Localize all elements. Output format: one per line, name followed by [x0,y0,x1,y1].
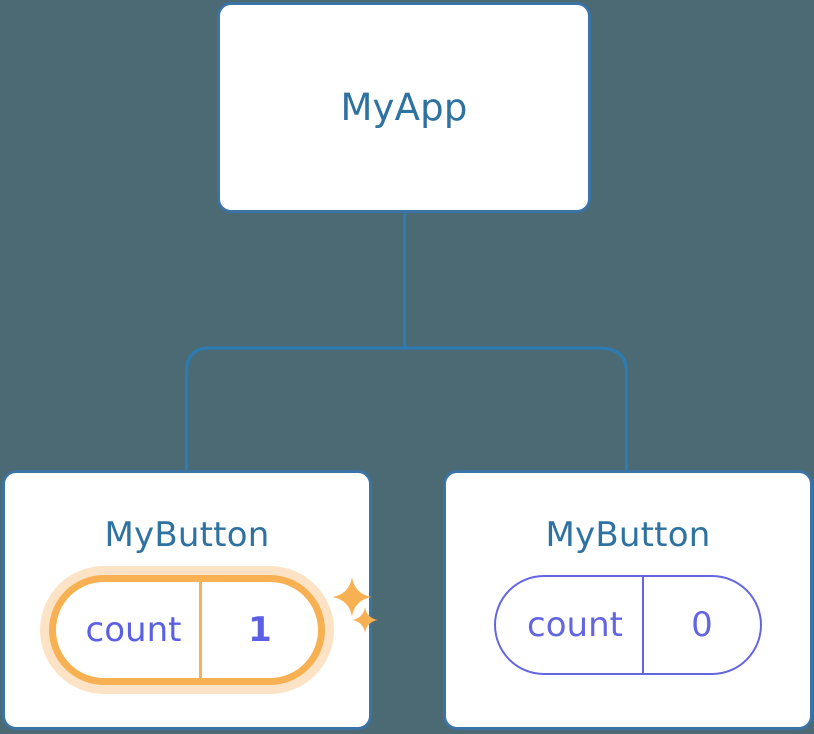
state-pill-left[interactable]: count 1 [49,575,325,685]
state-key-right: count [527,605,623,645]
node-mybutton-left[interactable]: MyButton count 1 [2,470,378,730]
node-myapp-label: MyApp [340,86,468,129]
node-myapp[interactable]: MyApp [217,2,591,213]
state-pill-wrap-right: count 0 [494,575,762,675]
state-value-right: 0 [642,577,760,673]
state-pill-wrap-left: count 1 [49,575,378,685]
state-key-left: count [85,610,182,650]
node-mybutton-right[interactable]: MyButton count 0 [443,470,813,730]
node-mybutton-left-label: MyButton [104,515,270,555]
sparkle-small-icon [352,607,378,633]
sparkle-large-icon [332,577,372,617]
node-mybutton-right-label: MyButton [545,515,711,555]
state-pill-right[interactable]: count 0 [494,575,762,675]
connector-bracket [184,346,629,470]
state-value-left: 1 [199,582,318,678]
